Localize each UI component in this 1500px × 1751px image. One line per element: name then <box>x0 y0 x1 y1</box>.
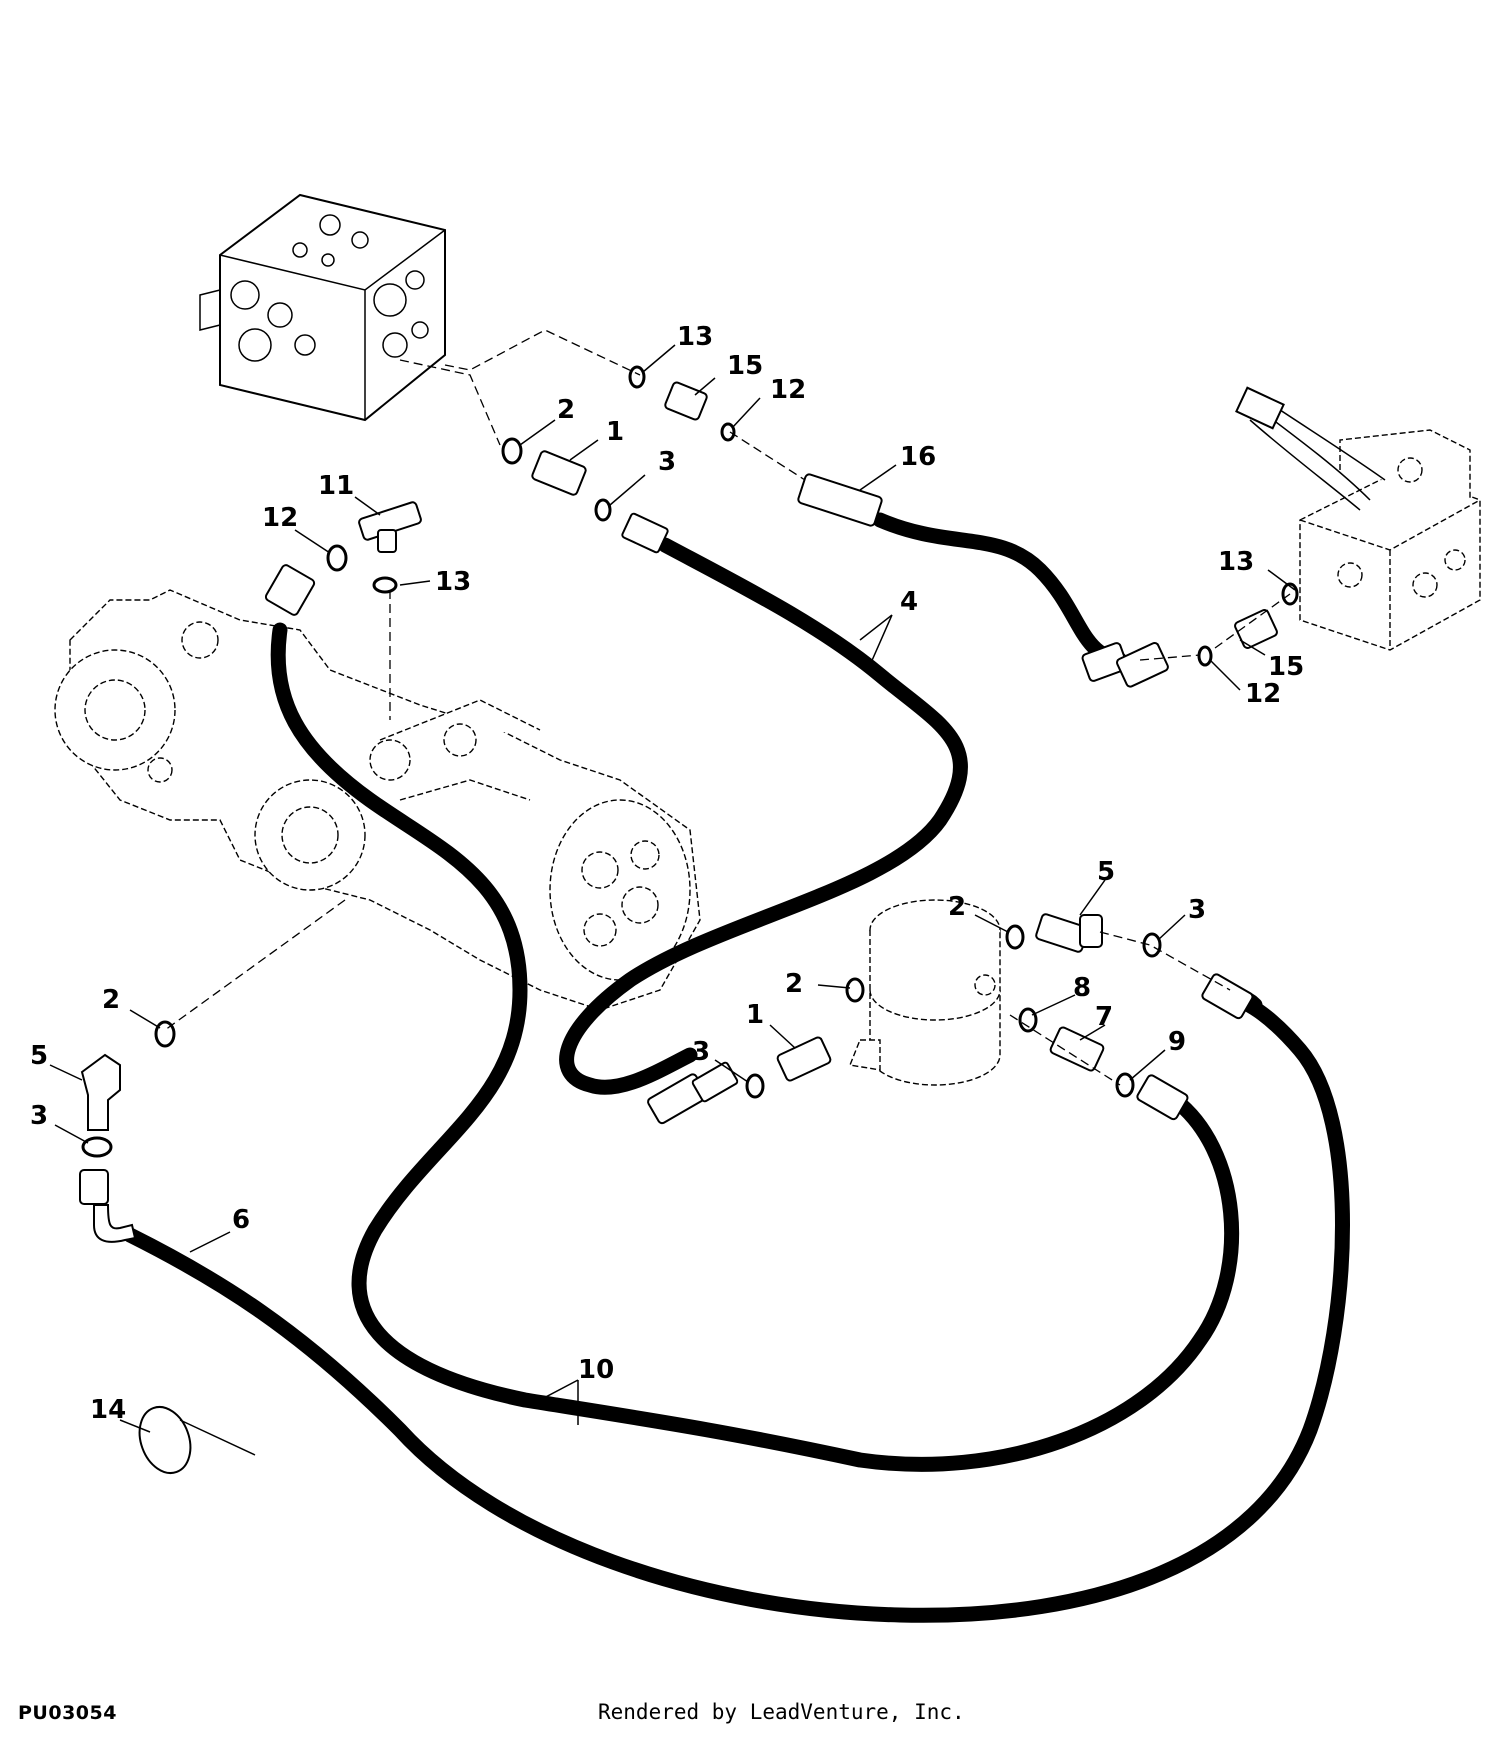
callout-15: 15 <box>727 351 763 381</box>
render-credit: Rendered by LeadVenture, Inc. <box>598 1700 965 1724</box>
hose-end-fittings <box>79 473 1254 1243</box>
callout-2: 2 <box>557 395 575 425</box>
hose-4 <box>559 537 968 1095</box>
callout-2: 2 <box>785 969 803 999</box>
callout-13: 13 <box>435 567 471 597</box>
callout-12: 12 <box>770 375 806 405</box>
callout-2: 2 <box>102 985 120 1015</box>
callout-12: 12 <box>1245 679 1281 709</box>
callout-15: 15 <box>1268 652 1304 682</box>
callout-5: 5 <box>1097 857 1115 887</box>
callout-1: 1 <box>746 1000 764 1030</box>
callout-13: 13 <box>1218 547 1254 577</box>
callout-11: 11 <box>318 471 354 501</box>
hose-10 <box>270 622 1240 1472</box>
callout-5: 5 <box>30 1041 48 1071</box>
centerlines <box>164 329 1291 1086</box>
callout-6: 6 <box>232 1205 250 1235</box>
callout-3: 3 <box>1188 895 1206 925</box>
callout-8: 8 <box>1073 973 1091 1003</box>
callout-3: 3 <box>692 1037 710 1067</box>
callout-10: 10 <box>578 1355 614 1385</box>
callout-7: 7 <box>1095 1002 1113 1032</box>
callout-9: 9 <box>1168 1027 1186 1057</box>
callout-3: 3 <box>30 1101 48 1131</box>
swivel-housing <box>849 899 1001 1086</box>
loose-fittings <box>80 381 1278 1474</box>
callout-13: 13 <box>677 322 713 352</box>
leader-lines <box>49 344 1296 1433</box>
hydrostatic-pump <box>54 589 701 1011</box>
callout-4: 4 <box>900 587 918 617</box>
callout-16: 16 <box>900 442 936 472</box>
callout-14: 14 <box>90 1395 126 1425</box>
control-valve-block <box>199 193 446 422</box>
callout-2: 2 <box>948 892 966 922</box>
hose-6 <box>122 992 1350 1623</box>
callout-12: 12 <box>262 503 298 533</box>
figure-code: PU03054 <box>18 1702 117 1724</box>
callout-3: 3 <box>658 447 676 477</box>
callout-1: 1 <box>606 417 624 447</box>
hose-16 <box>872 512 1128 668</box>
right-valve-assembly <box>1235 386 1481 651</box>
callouts: 13 15 12 2 1 3 16 11 12 13 4 13 15 12 5 … <box>30 322 1304 1425</box>
